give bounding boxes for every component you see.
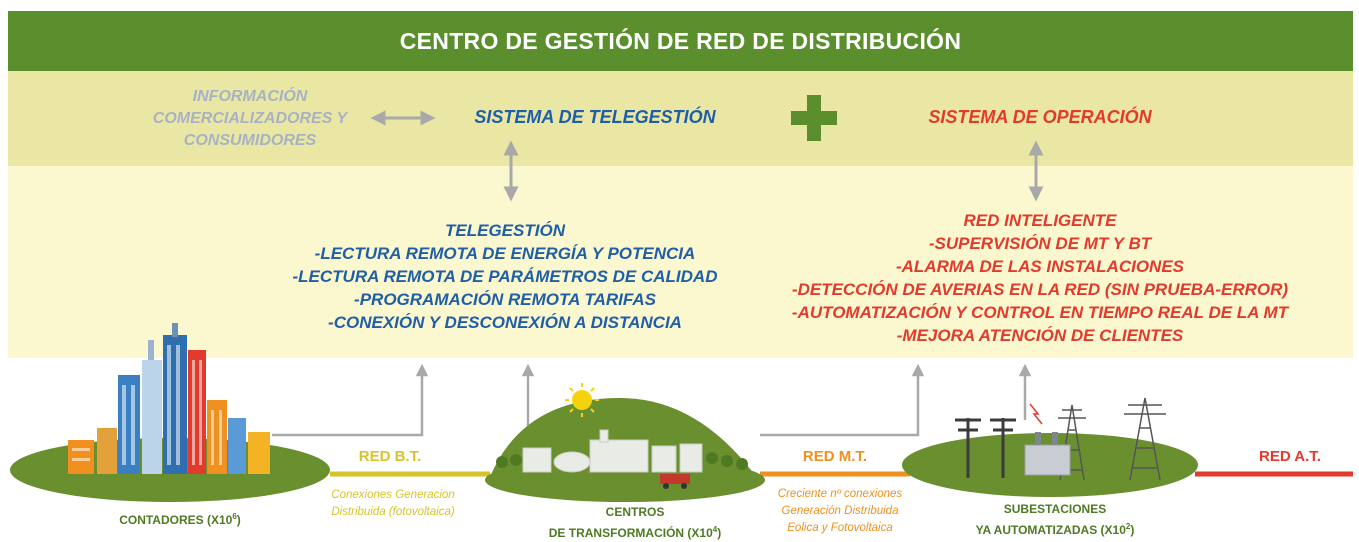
info-line: INFORMACIÓN — [192, 88, 308, 105]
contadores-text: CONTADORES (X10 — [119, 513, 233, 527]
connector-arrow-icon — [272, 363, 1032, 437]
transformer-buildings-icon — [522, 429, 703, 473]
centros-label: CENTROS DE TRANSFORMACIÓN (X104) — [500, 504, 770, 542]
info-line: CONSUMIDORES — [183, 132, 317, 149]
list-item: -DETECCIÓN DE AVERIAS EN LA RED (SIN PRU… — [791, 280, 1289, 299]
operacion-list: RED INTELIGENTE -SUPERVISIÓN DE MT Y BT … — [775, 209, 1305, 347]
sun-icon — [565, 383, 599, 417]
list-item: -ALARMA DE LAS INSTALACIONES — [895, 257, 1185, 276]
header-title: CENTRO DE GESTIÓN DE RED DE DISTRIBUCIÓN — [8, 11, 1353, 71]
description-band — [8, 166, 1353, 358]
list-item: -CONEXIÓN Y DESCONEXIÓN A DISTANCIA — [328, 313, 682, 332]
truck-icon — [660, 474, 690, 489]
list-item: -AUTOMATIZACIÓN Y CONTROL EN TIEMPO REAL… — [791, 303, 1289, 322]
list-item: -PROGRAMACIÓN REMOTA TARIFAS — [354, 290, 656, 309]
power-poles-icon — [955, 418, 1016, 478]
note-line: Eolica y Fotovoltaica — [787, 522, 893, 534]
list-item: -LECTURA REMOTA DE ENERGÍA Y POTENCIA — [314, 244, 696, 263]
list-item: -SUPERVISIÓN DE MT Y BT — [928, 234, 1152, 253]
paren: ) — [1130, 523, 1135, 537]
red-bt-note: Conexiones Generacion Distribuida (fotov… — [298, 487, 488, 521]
lightning-icon — [1029, 403, 1043, 425]
operacion-title: SISTEMA DE OPERACIÓN — [928, 107, 1152, 127]
subestaciones-line: YA AUTOMATIZADAS (X10 — [975, 523, 1126, 537]
info-consumers: INFORMACIÓN COMERCIALIZADORES Y CONSUMID… — [150, 86, 350, 152]
exponent: 4 — [712, 525, 718, 534]
red-mt-label: RED M.T. — [802, 448, 868, 465]
info-line: COMERCIALIZADORES Y — [152, 110, 348, 127]
centros-line: DE TRANSFORMACIÓN (X10 — [548, 526, 713, 540]
telegestion-list: TELEGESTIÓN -LECTURA REMOTA DE ENERGÍA Y… — [270, 219, 740, 334]
note-line: Generación Distribuida — [781, 505, 899, 517]
transmission-tower-icon — [1058, 397, 1166, 481]
plus-icon — [791, 95, 837, 141]
top-band — [8, 71, 1353, 166]
subestaciones-line: SUBESTACIONES — [1003, 502, 1107, 516]
centros-line: CENTROS — [605, 505, 665, 519]
exponent: 2 — [1125, 522, 1131, 531]
red-at-label: RED A.T. — [1259, 448, 1321, 465]
contadores-label: CONTADORES (X106) — [60, 512, 300, 527]
telegestion-title: SISTEMA DE TELEGESTIÓN — [474, 107, 716, 127]
subestaciones-label: SUBESTACIONES YA AUTOMATIZADAS (X102) — [935, 501, 1175, 539]
city-buildings-icon — [68, 323, 270, 474]
red-mt-note: Creciente nº conexiones Generación Distr… — [755, 486, 925, 537]
list-item: -LECTURA REMOTA DE PARÁMETROS DE CALIDAD — [292, 267, 718, 286]
note-line: Conexiones Generacion — [331, 489, 455, 501]
substation-building-icon — [1024, 432, 1071, 476]
paren: ) — [236, 513, 241, 527]
red-bt-label: RED B.T. — [358, 448, 422, 465]
paren: ) — [717, 526, 722, 540]
note-line: Creciente nº conexiones — [777, 488, 903, 500]
note-line: Distribuida (fotovoltaica) — [331, 506, 455, 518]
list-item: -MEJORA ATENCIÓN DE CLIENTES — [896, 326, 1184, 345]
tree-icon — [496, 452, 748, 470]
list-item: RED INTELIGENTE — [963, 211, 1117, 230]
exponent: 6 — [232, 512, 237, 521]
list-item: TELEGESTIÓN — [445, 221, 565, 240]
